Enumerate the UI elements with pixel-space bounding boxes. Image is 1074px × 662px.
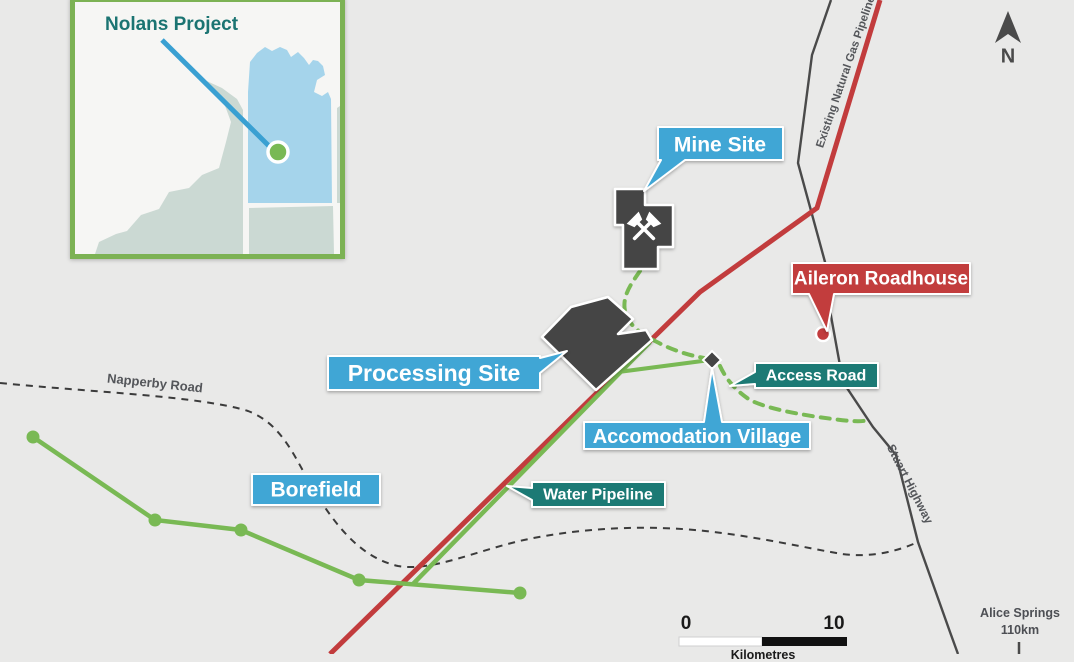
scale-bar bbox=[678, 636, 847, 647]
borefield-label bbox=[251, 473, 381, 506]
inset-qld-shape bbox=[337, 104, 343, 203]
processing-site-polygon bbox=[540, 295, 654, 392]
borefield-label-text: Borefield bbox=[270, 478, 361, 501]
inset-map-canvas bbox=[95, 38, 343, 254]
aileron-roadhouse-label-text: Aileron Roadhouse bbox=[794, 269, 968, 290]
alice-springs-name: Alice Springs bbox=[980, 606, 1060, 621]
inset-wa-shape bbox=[95, 77, 243, 254]
inset-project-dot bbox=[266, 140, 290, 164]
inset-leader-line bbox=[160, 38, 272, 149]
inset-nt-shape bbox=[248, 47, 332, 203]
scale-end-value: 10 bbox=[823, 613, 845, 634]
aileron-roadhouse-label bbox=[791, 262, 971, 332]
borefield-line bbox=[31, 435, 521, 596]
inset-title: Nolans Project bbox=[105, 14, 239, 35]
access-road-label-text: Access Road bbox=[766, 368, 867, 385]
mine-hammers-icon bbox=[626, 211, 662, 241]
inset-locator-map: Nolans Project bbox=[70, 0, 345, 259]
inset-sa-shape bbox=[249, 206, 334, 254]
processing-site-label bbox=[327, 350, 568, 391]
napperby-road-line bbox=[0, 382, 919, 568]
alice-springs-distance: 110km bbox=[1000, 623, 1040, 637]
water-pipeline-label bbox=[506, 481, 666, 508]
accomodation-village-label-text: Accomodation Village bbox=[593, 426, 802, 448]
alice-springs-annotation: Alice Springs 110km bbox=[980, 605, 1060, 639]
village-water-spur-line bbox=[602, 358, 711, 376]
north-label: N bbox=[1000, 45, 1016, 68]
scale-start-value: 0 bbox=[680, 613, 692, 634]
borefield-bore-dots bbox=[26, 430, 527, 600]
gas-pipeline-line bbox=[328, 0, 883, 654]
scale-unit-label: Kilometres bbox=[730, 648, 796, 662]
north-arrow-icon bbox=[995, 11, 1021, 43]
processing-site-label-text: Processing Site bbox=[348, 360, 521, 386]
mine-site-label-text: Mine Site bbox=[674, 133, 766, 156]
water-pipeline-line bbox=[411, 340, 652, 586]
access-road-label bbox=[729, 362, 879, 389]
accomodation-village-label bbox=[583, 367, 811, 450]
mine-site-label bbox=[643, 126, 784, 192]
water-pipeline-label-text: Water Pipeline bbox=[543, 487, 653, 504]
